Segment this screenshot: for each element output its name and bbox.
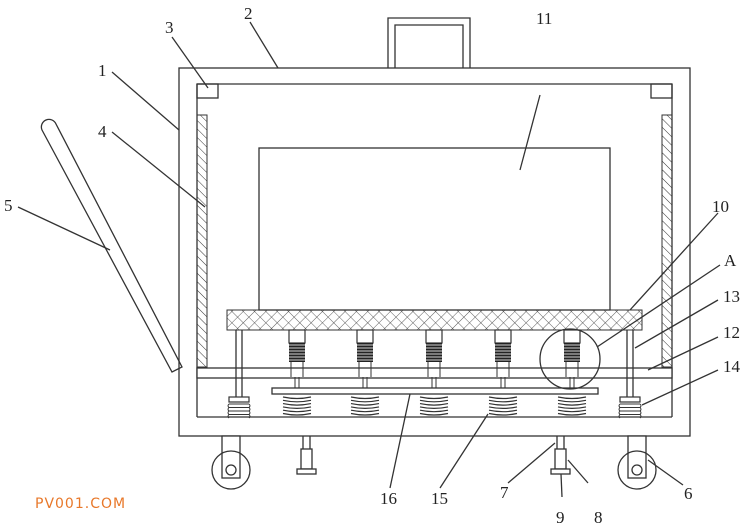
damper-rod: [290, 362, 304, 388]
push-handle: [40, 118, 183, 373]
buffer-spring: [350, 396, 380, 416]
damper-spring: [289, 343, 305, 362]
wheel-right: [617, 435, 657, 490]
wheel-left: [211, 435, 251, 490]
post-spring: [227, 403, 251, 419]
crossbar: [196, 367, 673, 379]
label-15: 15: [431, 489, 448, 508]
damper-spring: [357, 343, 373, 362]
label-8: 8: [594, 508, 603, 527]
label-5: 5: [4, 196, 13, 215]
damper-cap: [356, 329, 374, 344]
damper-spring: [426, 343, 442, 362]
buffer-spring: [419, 396, 449, 416]
watermark: PV001.COM: [35, 496, 126, 512]
lower-plate: [271, 387, 599, 395]
post-spring-cap: [619, 396, 641, 403]
buffer-spring: [557, 396, 587, 416]
equipment-box: [258, 147, 611, 311]
cushion-right: [661, 114, 673, 368]
post-spring-cap: [228, 396, 250, 403]
label-11: 11: [536, 9, 552, 28]
post-spring: [618, 403, 642, 419]
damper-cap: [288, 329, 306, 344]
label-13: 13: [723, 287, 740, 306]
damper-spring: [564, 343, 580, 362]
detail-circle-A: [539, 328, 601, 390]
label-9: 9: [556, 508, 565, 527]
label-A: A: [724, 251, 737, 270]
label-7: 7: [500, 483, 509, 502]
buffer-spring: [282, 396, 312, 416]
damper-cap: [563, 329, 581, 344]
label-10: 10: [712, 197, 729, 216]
part-labels: 1 2 3 4 5 6 7 8 9 10 11 A 13 12 14 15 16: [4, 4, 741, 527]
label-16: 16: [380, 489, 397, 508]
housing: [178, 67, 691, 437]
label-4: 4: [98, 122, 107, 141]
leader-lines: [17, 21, 721, 498]
damper-cap: [494, 329, 512, 344]
top-handle: [387, 17, 471, 68]
label-14: 14: [723, 357, 741, 376]
label-1: 1: [98, 61, 107, 80]
damper-rod: [496, 362, 510, 388]
damper-rod: [565, 362, 579, 388]
support-foot-left: [296, 436, 317, 475]
cushion-left: [196, 114, 208, 368]
corner-block-left: [196, 83, 219, 99]
label-6: 6: [684, 484, 693, 503]
label-2: 2: [244, 4, 253, 23]
damper-rod: [427, 362, 441, 388]
damper-cap: [425, 329, 443, 344]
support-foot-right: [550, 436, 571, 475]
damper-rod: [358, 362, 372, 388]
label-12: 12: [723, 323, 740, 342]
corner-block-right: [650, 83, 673, 99]
mesh-plate: [226, 309, 643, 331]
label-3: 3: [165, 18, 174, 37]
damper-spring: [495, 343, 511, 362]
buffer-spring: [488, 396, 518, 416]
